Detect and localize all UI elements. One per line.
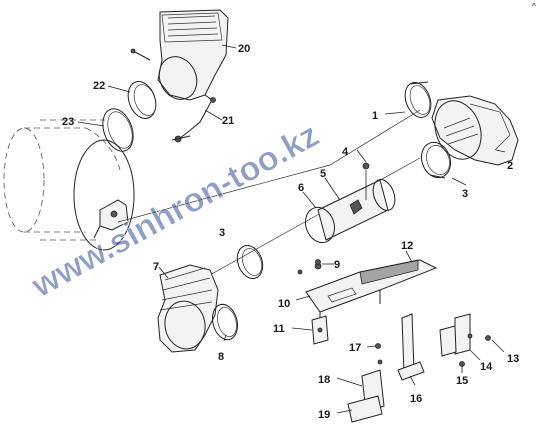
callout-2: 2 bbox=[507, 160, 513, 172]
callout-21: 21 bbox=[222, 115, 234, 127]
clamp-8 bbox=[212, 303, 238, 341]
callout-14: 14 bbox=[480, 361, 493, 373]
callout-4: 4 bbox=[342, 146, 349, 158]
corner-mark: ^ bbox=[532, 2, 536, 11]
bracket-16 bbox=[397, 313, 425, 381]
washer-15 bbox=[459, 361, 465, 367]
callout-5: 5 bbox=[320, 168, 326, 180]
elbow-hose-20 bbox=[130, 9, 229, 101]
clamp-23 bbox=[102, 108, 134, 152]
callout-23: 23 bbox=[62, 116, 74, 128]
plate-19 bbox=[347, 395, 383, 423]
callout-12: 12 bbox=[401, 240, 413, 252]
pipe-axis-upper bbox=[117, 109, 421, 223]
bracket-14 bbox=[439, 313, 473, 357]
housing-outlet-bracket bbox=[93, 199, 129, 239]
callout-16: 16 bbox=[410, 393, 422, 405]
nut-9 bbox=[315, 259, 321, 265]
clamp-3-right bbox=[420, 141, 452, 179]
clamp-22 bbox=[127, 81, 157, 119]
bolt-11 bbox=[311, 315, 329, 345]
washer-4 bbox=[362, 162, 370, 200]
callout-9: 9 bbox=[334, 259, 340, 271]
callout-10: 10 bbox=[278, 298, 290, 310]
support-rod-21 bbox=[171, 94, 216, 143]
callout-8: 8 bbox=[218, 351, 224, 363]
callout-13: 13 bbox=[507, 353, 519, 365]
intake-pipe bbox=[304, 179, 396, 244]
nut-13 bbox=[485, 335, 491, 341]
callout-3-right: 3 bbox=[462, 188, 468, 200]
callout-labels: 1 2 3 4 5 6 7 8 9 10 11 12 13 14 15 16 1… bbox=[62, 43, 519, 421]
callout-20: 20 bbox=[238, 43, 250, 55]
callout-7: 7 bbox=[153, 261, 159, 273]
callout-19: 19 bbox=[318, 409, 330, 421]
leader-lines bbox=[77, 44, 506, 414]
callout-15: 15 bbox=[456, 375, 468, 387]
callout-18: 18 bbox=[318, 374, 330, 386]
washer-17 bbox=[375, 343, 383, 365]
air-cleaner-housing bbox=[3, 119, 135, 251]
callout-17: 17 bbox=[349, 342, 361, 354]
callout-1: 1 bbox=[372, 110, 378, 122]
callout-6: 6 bbox=[298, 182, 304, 194]
elbow-7 bbox=[157, 264, 219, 353]
callout-11: 11 bbox=[273, 323, 285, 335]
clamp-1 bbox=[404, 81, 432, 118]
clamp-3-left bbox=[236, 245, 264, 279]
elbow-2 bbox=[431, 95, 519, 166]
callout-22: 22 bbox=[93, 80, 105, 92]
callout-3-left: 3 bbox=[219, 227, 225, 239]
